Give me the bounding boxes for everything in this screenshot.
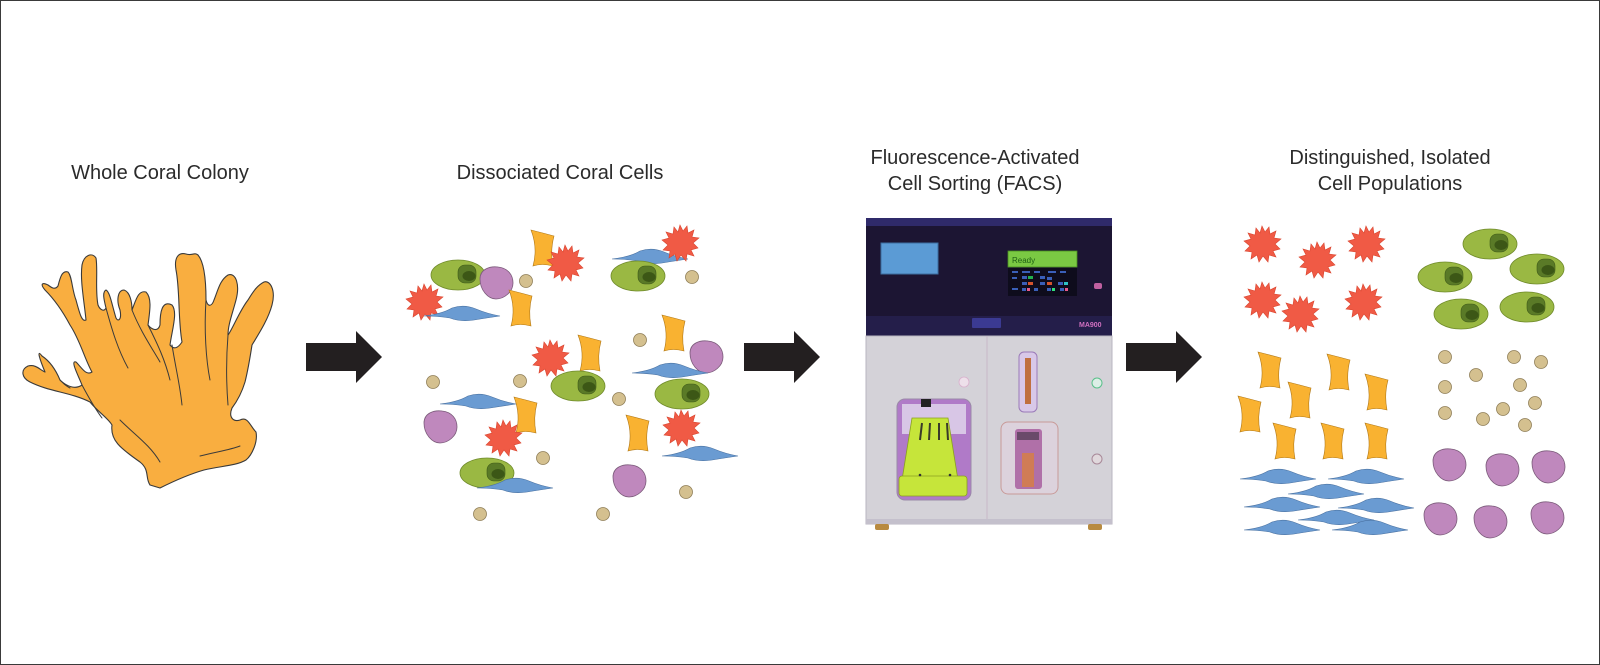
instrument-screen: [880, 242, 939, 275]
green-nucleated-cell: [1433, 298, 1489, 330]
purple-round-cell: [423, 410, 458, 444]
orange-concave-cell: [577, 334, 602, 372]
right-arrow-icon: [744, 331, 820, 383]
tan-small-cell: [1513, 378, 1527, 392]
tan-small-cell-group: [1438, 350, 1548, 432]
tan-small-cell: [473, 507, 487, 521]
purple-round-cell: [1423, 502, 1458, 536]
purple-round-cell-group: [1423, 448, 1566, 539]
blue-spindle-cell: [1287, 483, 1365, 499]
purple-round-cell: [1530, 501, 1565, 535]
blue-spindle-cell-group: [1239, 468, 1415, 535]
coral-colony-illustration: [22, 253, 274, 489]
purple-round-cell: [612, 464, 647, 498]
red-spiky-cell: [662, 409, 701, 447]
stage-title-whole-coral-colony: Whole Coral Colony: [71, 162, 249, 184]
tan-small-cell: [685, 270, 699, 284]
tan-small-cell: [633, 333, 647, 347]
green-nucleated-cell: [550, 370, 606, 402]
tan-small-cell: [679, 485, 693, 499]
blue-spindle-cell: [1239, 468, 1317, 484]
stage-title-isolated-populations: Distinguished, Isolated Cell Populations: [1289, 147, 1491, 195]
green-nucleated-cell: [1499, 291, 1555, 323]
facs-instrument-photo: Ready: [865, 218, 1113, 530]
orange-concave-cell: [1326, 353, 1351, 391]
mixed-cell-population: [405, 224, 739, 521]
red-spiky-cell: [531, 339, 570, 377]
orange-concave-cell-group: [1237, 351, 1389, 460]
orange-concave-cell: [1364, 373, 1389, 411]
red-spiky-cell: [546, 244, 585, 282]
tan-small-cell: [1438, 380, 1452, 394]
right-arrow-icon: [1126, 331, 1202, 383]
blue-spindle-cell: [661, 445, 739, 461]
blue-spindle-cell: [439, 393, 517, 409]
instrument-button: [972, 318, 1001, 328]
green-nucleated-cell: [1509, 253, 1565, 285]
red-spiky-cell: [1347, 225, 1386, 263]
red-spiky-cell: [484, 419, 523, 457]
tan-small-cell: [1438, 350, 1452, 364]
instrument-foot: [1088, 524, 1102, 530]
orange-concave-cell: [1320, 422, 1345, 460]
orange-concave-cell: [513, 396, 538, 434]
orange-concave-cell: [1272, 422, 1297, 460]
tan-small-cell: [536, 451, 550, 465]
sorted-cell-groups: [1237, 225, 1566, 539]
purple-round-cell: [1485, 453, 1520, 487]
tan-small-cell: [1469, 368, 1483, 382]
purple-round-cell: [689, 340, 724, 374]
tan-small-cell: [596, 507, 610, 521]
purple-round-cell: [1531, 450, 1566, 484]
status-display: [1007, 250, 1078, 268]
orange-concave-cell: [661, 314, 686, 352]
green-nucleated-cell: [430, 259, 486, 291]
status-text: Ready: [1012, 256, 1035, 265]
tan-small-cell: [612, 392, 626, 406]
indicator-light: [1094, 283, 1102, 289]
orange-concave-cell: [1364, 422, 1389, 460]
green-nucleated-cell: [654, 378, 710, 410]
orange-concave-cell: [1257, 351, 1282, 389]
tan-small-cell: [1534, 355, 1548, 369]
status-indicator-grid: [1012, 271, 1068, 291]
stage-title-facs: Fluorescence-Activated Cell Sorting (FAC…: [870, 147, 1080, 195]
tan-small-cell: [1507, 350, 1521, 364]
blue-spindle-cell: [1327, 468, 1405, 484]
green-nucleated-cell: [610, 260, 666, 292]
orange-concave-cell: [1287, 381, 1312, 419]
purple-round-cell: [479, 266, 514, 300]
stage-title-dissociated-coral-cells: Dissociated Coral Cells: [456, 162, 664, 184]
tan-small-cell: [1518, 418, 1532, 432]
purple-round-cell: [1473, 505, 1508, 539]
red-spiky-cell-group: [1243, 225, 1386, 333]
green-nucleated-cell: [1417, 261, 1473, 293]
orange-concave-cell: [625, 414, 650, 452]
red-spiky-cell: [1243, 225, 1282, 263]
green-nucleated-cell: [1462, 228, 1518, 260]
red-spiky-cell: [1281, 295, 1320, 333]
blue-spindle-cell: [1337, 497, 1415, 513]
instrument-foot: [875, 524, 889, 530]
tan-small-cell: [519, 274, 533, 288]
orange-concave-cell: [508, 289, 533, 327]
blue-spindle-cell: [1243, 519, 1321, 535]
tan-small-cell: [1496, 402, 1510, 416]
purple-round-cell: [1432, 448, 1467, 482]
tan-small-cell: [1476, 412, 1490, 426]
red-spiky-cell: [1243, 281, 1282, 319]
tan-small-cell: [1528, 396, 1542, 410]
orange-concave-cell: [1237, 395, 1262, 433]
right-arrow-icon: [306, 331, 382, 383]
tan-small-cell: [426, 375, 440, 389]
green-nucleated-cell-group: [1417, 228, 1565, 330]
tan-small-cell: [1438, 406, 1452, 420]
red-spiky-cell: [1298, 241, 1337, 279]
tan-small-cell: [513, 374, 527, 388]
blue-spindle-cell: [1243, 496, 1321, 512]
red-spiky-cell: [1344, 283, 1383, 321]
model-label: MA900: [1079, 322, 1102, 329]
